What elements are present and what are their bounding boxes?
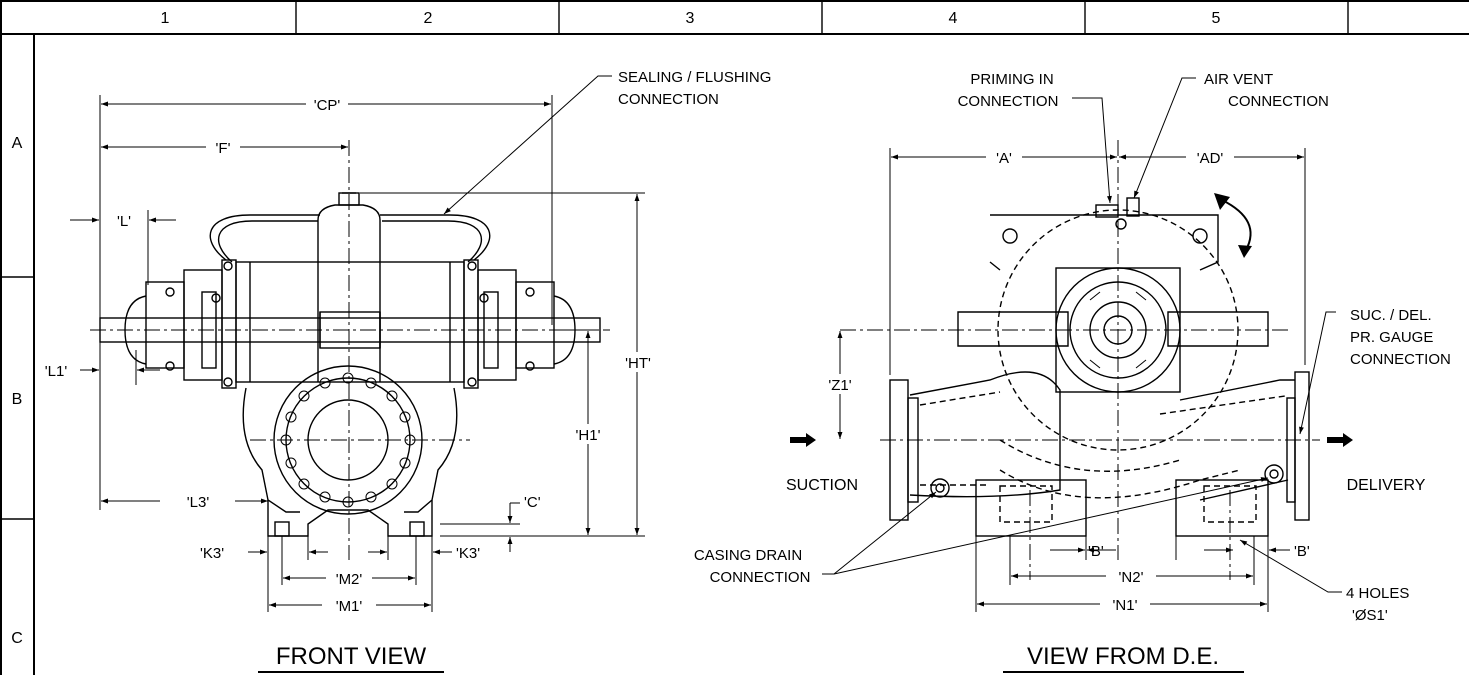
de-view-drawing	[790, 140, 1353, 580]
delivery-label: DELIVERY	[1347, 477, 1426, 494]
front-view-title: FRONT VIEW	[276, 643, 427, 670]
row-label-a: A	[12, 135, 23, 152]
dim-z1: 'Z1'	[828, 377, 851, 394]
priming-label-line1: PRIMING IN	[970, 71, 1053, 88]
row-label-b: B	[12, 391, 23, 408]
row-label-c: C	[11, 630, 23, 647]
air-vent-label-line2: CONNECTION	[1228, 93, 1329, 110]
dim-m2: 'M2'	[336, 571, 363, 588]
dim-n1: 'N1'	[1113, 597, 1138, 614]
air-vent-label-line1: AIR VENT	[1204, 71, 1273, 88]
dim-ad: 'AD'	[1197, 150, 1224, 167]
dim-m1: 'M1'	[336, 598, 363, 615]
holes-label-line2: 'ØS1'	[1352, 607, 1388, 624]
dim-a: 'A'	[996, 150, 1012, 167]
dim-k3-right: 'K3'	[456, 545, 480, 562]
dim-k3-left: 'K3'	[200, 545, 224, 562]
dim-b-left: 'B'	[1088, 543, 1104, 560]
column-label-4: 4	[949, 10, 958, 27]
dim-n2: 'N2'	[1119, 569, 1144, 586]
drain-label-line2: CONNECTION	[710, 569, 811, 586]
gauge-label-line3: CONNECTION	[1350, 351, 1451, 368]
de-view-title: VIEW FROM D.E.	[1027, 643, 1219, 670]
column-label-2: 2	[424, 10, 433, 27]
sealing-label-line1: SEALING / FLUSHING	[618, 69, 771, 86]
dim-b-right: 'B'	[1294, 543, 1310, 560]
gauge-label-line1: SUC. / DEL.	[1350, 307, 1432, 324]
dim-l: 'L'	[117, 213, 131, 230]
column-label-5: 5	[1212, 10, 1221, 27]
dim-h1: 'H1'	[576, 427, 601, 444]
front-view-dimensions	[70, 75, 645, 612]
column-label-3: 3	[686, 10, 695, 27]
sealing-label-line2: CONNECTION	[618, 91, 719, 108]
dim-l3: 'L3'	[187, 494, 210, 511]
drain-label-line1: CASING DRAIN	[694, 547, 802, 564]
dim-c: 'C'	[524, 494, 541, 511]
dim-cp: 'CP'	[314, 97, 341, 114]
column-label-1: 1	[161, 10, 170, 27]
gauge-label-line2: PR. GAUGE	[1350, 329, 1433, 346]
de-view-dimensions	[822, 77, 1342, 612]
dim-ht: 'HT'	[625, 355, 651, 372]
dim-f: 'F'	[216, 140, 231, 157]
front-view-drawing	[90, 140, 610, 560]
dim-l1: 'L1'	[45, 363, 68, 380]
priming-label-line2: CONNECTION	[958, 93, 1059, 110]
holes-label-line1: 4 HOLES	[1346, 585, 1409, 602]
suction-label: SUCTION	[786, 477, 858, 494]
